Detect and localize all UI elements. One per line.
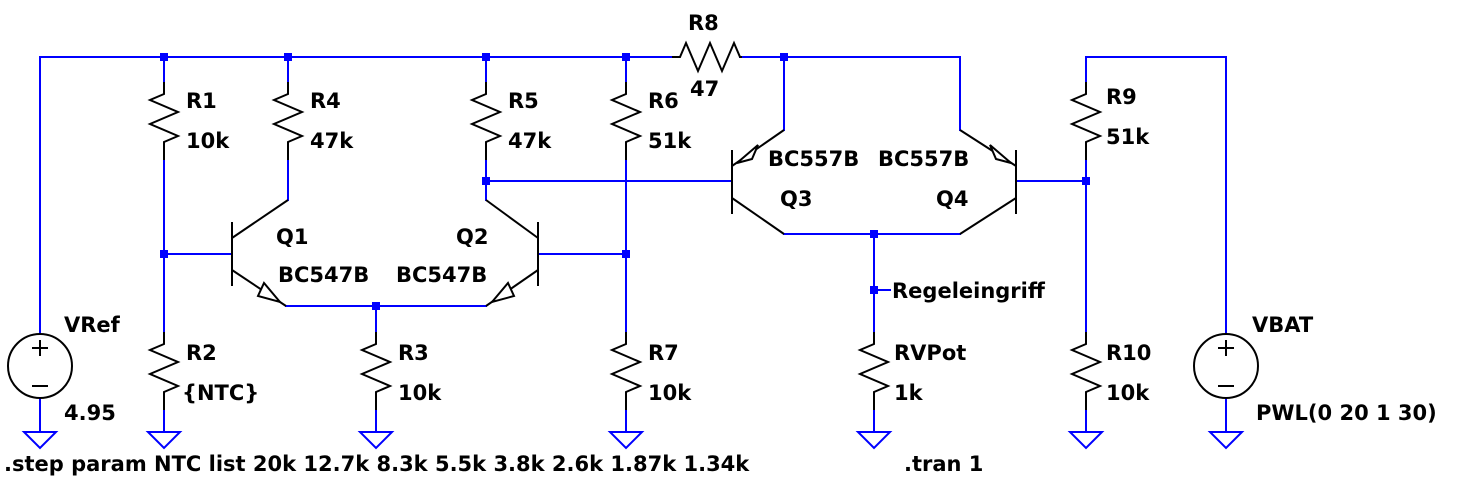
- ground-icon: [607, 431, 645, 450]
- vbat-value: PWL(0 20 1 30): [1256, 401, 1437, 425]
- junction-dot: [622, 53, 630, 61]
- rvpot-name: RVPot: [894, 341, 966, 365]
- transistor-q3-symbol: [731, 129, 785, 235]
- q2-model: BC547B: [396, 263, 487, 287]
- step-directive: .step param NTC list 20k 12.7k 8.3k 5.5k…: [4, 452, 750, 476]
- junction-dot: [870, 286, 878, 294]
- transistors: [231, 129, 1017, 307]
- ground-icon: [357, 431, 395, 450]
- r9-value: 51k: [1106, 125, 1150, 149]
- r3-value: 10k: [398, 381, 442, 405]
- vbat-source-symbol: [1193, 333, 1259, 399]
- r5-value: 47k: [508, 129, 552, 153]
- q3-model: BC557B: [768, 147, 859, 171]
- r8-name: R8: [688, 11, 719, 35]
- r7-name: R7: [648, 341, 679, 365]
- q4-model: BC557B: [878, 147, 969, 171]
- r6-name: R6: [648, 89, 679, 113]
- resistor-rvpot-symbol: [857, 332, 891, 410]
- resistor-r8-symbol: [672, 40, 742, 74]
- resistor-r1-symbol: [147, 82, 181, 160]
- r7-value: 10k: [648, 381, 692, 405]
- resistor-r9-symbol: [1069, 82, 1103, 160]
- r8-value: 47: [690, 77, 719, 101]
- resistor-r7-symbol: [609, 332, 643, 410]
- wires: [39, 56, 1227, 433]
- junction-dot: [870, 230, 878, 238]
- r5-name: R5: [508, 89, 539, 113]
- voltage-sources: [7, 333, 1259, 399]
- junction-dot: [160, 250, 168, 258]
- r1-value: 10k: [186, 129, 230, 153]
- vref-value: 4.95: [64, 401, 116, 425]
- ground-icon: [21, 431, 59, 450]
- junction-dot: [622, 250, 630, 258]
- rvpot-value: 1k: [894, 381, 924, 405]
- transistor-q1-symbol: [231, 199, 289, 307]
- q1-model: BC547B: [278, 263, 369, 287]
- wire-q4-base-r9-r10: [1015, 56, 1087, 433]
- junction-dot: [482, 177, 490, 185]
- ground-icon: [855, 431, 893, 450]
- wire-r6-r7-column: [537, 56, 627, 433]
- q1-name: Q1: [276, 225, 308, 249]
- r4-value: 47k: [310, 129, 354, 153]
- ground-icon: [1207, 431, 1245, 450]
- r3-name: R3: [398, 341, 429, 365]
- junction-dot: [482, 53, 490, 61]
- resistor-r10-symbol: [1069, 332, 1103, 410]
- resistors: [147, 40, 1103, 410]
- r9-name: R9: [1106, 85, 1137, 109]
- vref-source-symbol: [7, 333, 73, 399]
- resistor-r5-symbol: [469, 82, 503, 160]
- resistor-r3-symbol: [359, 332, 393, 410]
- grounds: [21, 431, 1245, 450]
- r10-name: R10: [1106, 341, 1151, 365]
- q4-name: Q4: [936, 187, 968, 211]
- ground-icon: [145, 431, 183, 450]
- tran-directive: .tran 1: [904, 452, 983, 476]
- junction-dot: [284, 53, 292, 61]
- r1-name: R1: [186, 89, 217, 113]
- junctions: [160, 53, 1090, 310]
- wire-vbat: [1085, 56, 1227, 433]
- ground-icon: [1067, 431, 1105, 450]
- resistor-r4-symbol: [271, 82, 305, 160]
- wire-r1-r2-column: [163, 56, 233, 433]
- vbat-name: VBAT: [1252, 313, 1314, 337]
- net-label-regeleingriff: Regeleingriff: [892, 279, 1046, 303]
- labels: R1 10k R4 47k R5 47k R6 51k R8 47 R9 51k…: [4, 11, 1437, 476]
- r2-value: {NTC}: [182, 381, 259, 405]
- r10-value: 10k: [1106, 381, 1150, 405]
- wire-collectors-rvpot: [783, 233, 961, 433]
- resistor-r6-symbol: [609, 82, 643, 160]
- transistor-q2-symbol: [485, 199, 539, 307]
- junction-dot: [780, 53, 788, 61]
- vref-name: VRef: [64, 313, 121, 337]
- r4-name: R4: [310, 89, 341, 113]
- q2-name: Q2: [456, 225, 488, 249]
- wire-q3-q4-emitters: [783, 56, 961, 131]
- resistor-r2-symbol: [147, 332, 181, 410]
- r6-value: 51k: [648, 129, 692, 153]
- transistor-q4-symbol: [959, 129, 1017, 235]
- q3-name: Q3: [780, 187, 812, 211]
- r2-name: R2: [186, 341, 217, 365]
- junction-dot: [372, 302, 380, 310]
- wire-emitter-tail: [285, 305, 487, 433]
- junction-dot: [1082, 177, 1090, 185]
- junction-dot: [160, 53, 168, 61]
